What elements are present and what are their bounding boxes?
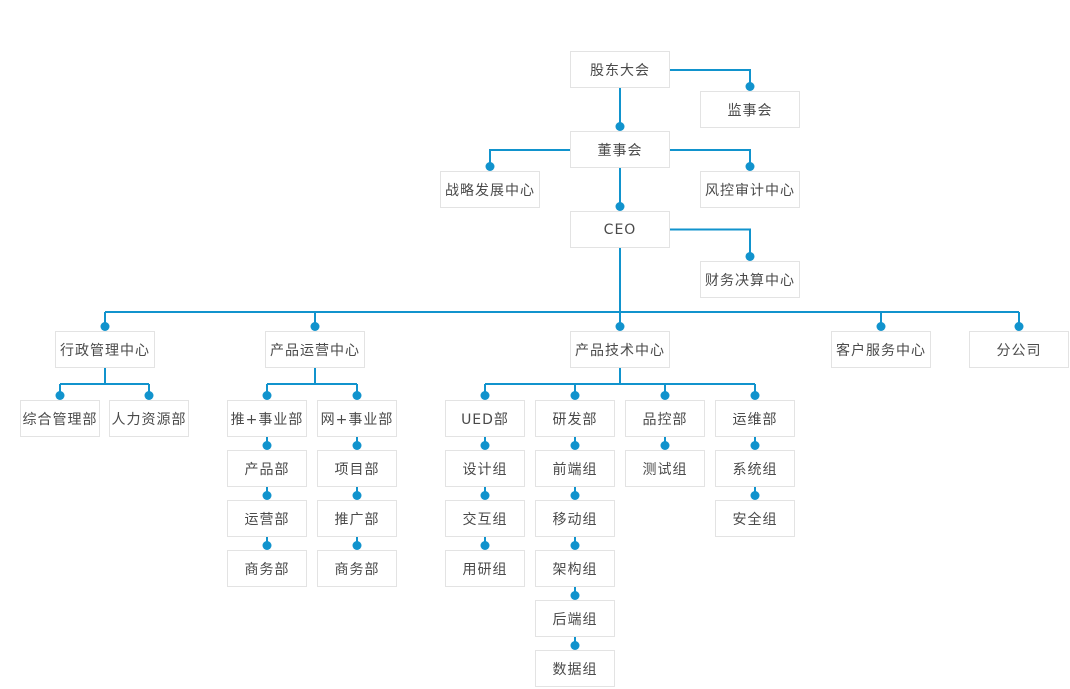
connector-dot xyxy=(352,541,362,550)
org-node-architecture-group[interactable]: 架构组 xyxy=(535,550,615,587)
connector-dot xyxy=(100,322,110,331)
connector-dot xyxy=(750,491,760,500)
connector-dot xyxy=(55,391,65,400)
org-node-admin-management-center[interactable]: 行政管理中心 xyxy=(55,331,155,368)
connector-dot xyxy=(480,541,490,550)
org-node-security-group[interactable]: 安全组 xyxy=(715,500,795,537)
org-node-testing-group[interactable]: 测试组 xyxy=(625,450,705,487)
org-node-business-dept-1[interactable]: 商务部 xyxy=(227,550,307,587)
org-node-tui-plus-business-dept[interactable]: 推+事业部 xyxy=(227,400,307,437)
connector-dot xyxy=(480,441,490,450)
org-node-quality-control-dept[interactable]: 品控部 xyxy=(625,400,705,437)
org-node-business-dept-2[interactable]: 商务部 xyxy=(317,550,397,587)
org-node-product-operations-center[interactable]: 产品运营中心 xyxy=(265,331,365,368)
org-node-system-group[interactable]: 系统组 xyxy=(715,450,795,487)
connector-dot xyxy=(750,391,760,400)
org-node-product-dept[interactable]: 产品部 xyxy=(227,450,307,487)
org-node-mobile-group[interactable]: 移动组 xyxy=(535,500,615,537)
org-node-design-group[interactable]: 设计组 xyxy=(445,450,525,487)
org-node-board-of-directors[interactable]: 董事会 xyxy=(570,131,670,168)
org-node-user-research-group[interactable]: 用研组 xyxy=(445,550,525,587)
connector-line xyxy=(59,368,150,396)
org-node-product-technology-center[interactable]: 产品技术中心 xyxy=(570,331,670,368)
connector-dot xyxy=(570,641,580,650)
connector-dot xyxy=(352,441,362,450)
org-node-backend-group[interactable]: 后端组 xyxy=(535,600,615,637)
org-node-hr-dept[interactable]: 人力资源部 xyxy=(109,400,189,437)
org-node-interaction-group[interactable]: 交互组 xyxy=(445,500,525,537)
connector-dot xyxy=(615,322,625,331)
connector-dot xyxy=(352,491,362,500)
org-node-rd-dept[interactable]: 研发部 xyxy=(535,400,615,437)
connector-dot xyxy=(745,162,755,171)
connector-dot xyxy=(570,491,580,500)
connector-dot xyxy=(262,541,272,550)
org-node-project-dept[interactable]: 项目部 xyxy=(317,450,397,487)
org-node-promotion-dept[interactable]: 推广部 xyxy=(317,500,397,537)
connector-dot xyxy=(615,122,625,131)
org-node-ued-dept[interactable]: UED部 xyxy=(445,400,525,437)
connector-dot xyxy=(745,252,755,261)
connector-dot xyxy=(660,391,670,400)
connector-dot xyxy=(262,441,272,450)
connector-dot xyxy=(144,391,154,400)
org-node-general-management-dept[interactable]: 综合管理部 xyxy=(20,400,100,437)
org-node-risk-audit-center[interactable]: 风控审计中心 xyxy=(700,171,800,208)
connector-dot xyxy=(570,541,580,550)
org-node-operations-dept[interactable]: 运营部 xyxy=(227,500,307,537)
connector-dot xyxy=(745,82,755,91)
org-node-ops-maintenance-dept[interactable]: 运维部 xyxy=(715,400,795,437)
connector-dot xyxy=(480,391,490,400)
connector-dot xyxy=(570,441,580,450)
connector-line xyxy=(489,69,751,257)
org-node-customer-service-center[interactable]: 客户服务中心 xyxy=(831,331,931,368)
org-node-data-group[interactable]: 数据组 xyxy=(535,650,615,687)
connector-dot xyxy=(1014,322,1024,331)
connector-dot xyxy=(480,491,490,500)
connector-dot xyxy=(570,391,580,400)
connector-dot xyxy=(876,322,886,331)
connector-line xyxy=(484,368,756,396)
org-node-frontend-group[interactable]: 前端组 xyxy=(535,450,615,487)
connector-dot xyxy=(262,491,272,500)
connector-dot xyxy=(750,441,760,450)
org-node-supervisory-board[interactable]: 监事会 xyxy=(700,91,800,128)
org-node-branch-company[interactable]: 分公司 xyxy=(969,331,1069,368)
connector-line xyxy=(104,248,1020,327)
connector-dot xyxy=(352,391,362,400)
connector-dot xyxy=(570,591,580,600)
org-node-wang-plus-business-dept[interactable]: 网+事业部 xyxy=(317,400,397,437)
connector-dot xyxy=(615,202,625,211)
connector-dot xyxy=(485,162,495,171)
org-node-shareholders-meeting[interactable]: 股东大会 xyxy=(570,51,670,88)
org-node-strategy-development-center[interactable]: 战略发展中心 xyxy=(440,171,540,208)
org-node-ceo[interactable]: CEO xyxy=(570,211,670,248)
connector-dot xyxy=(310,322,320,331)
connector-line xyxy=(266,368,358,396)
org-node-finance-settlement-center[interactable]: 财务决算中心 xyxy=(700,261,800,298)
connector-dot xyxy=(262,391,272,400)
connector-dot xyxy=(660,441,670,450)
